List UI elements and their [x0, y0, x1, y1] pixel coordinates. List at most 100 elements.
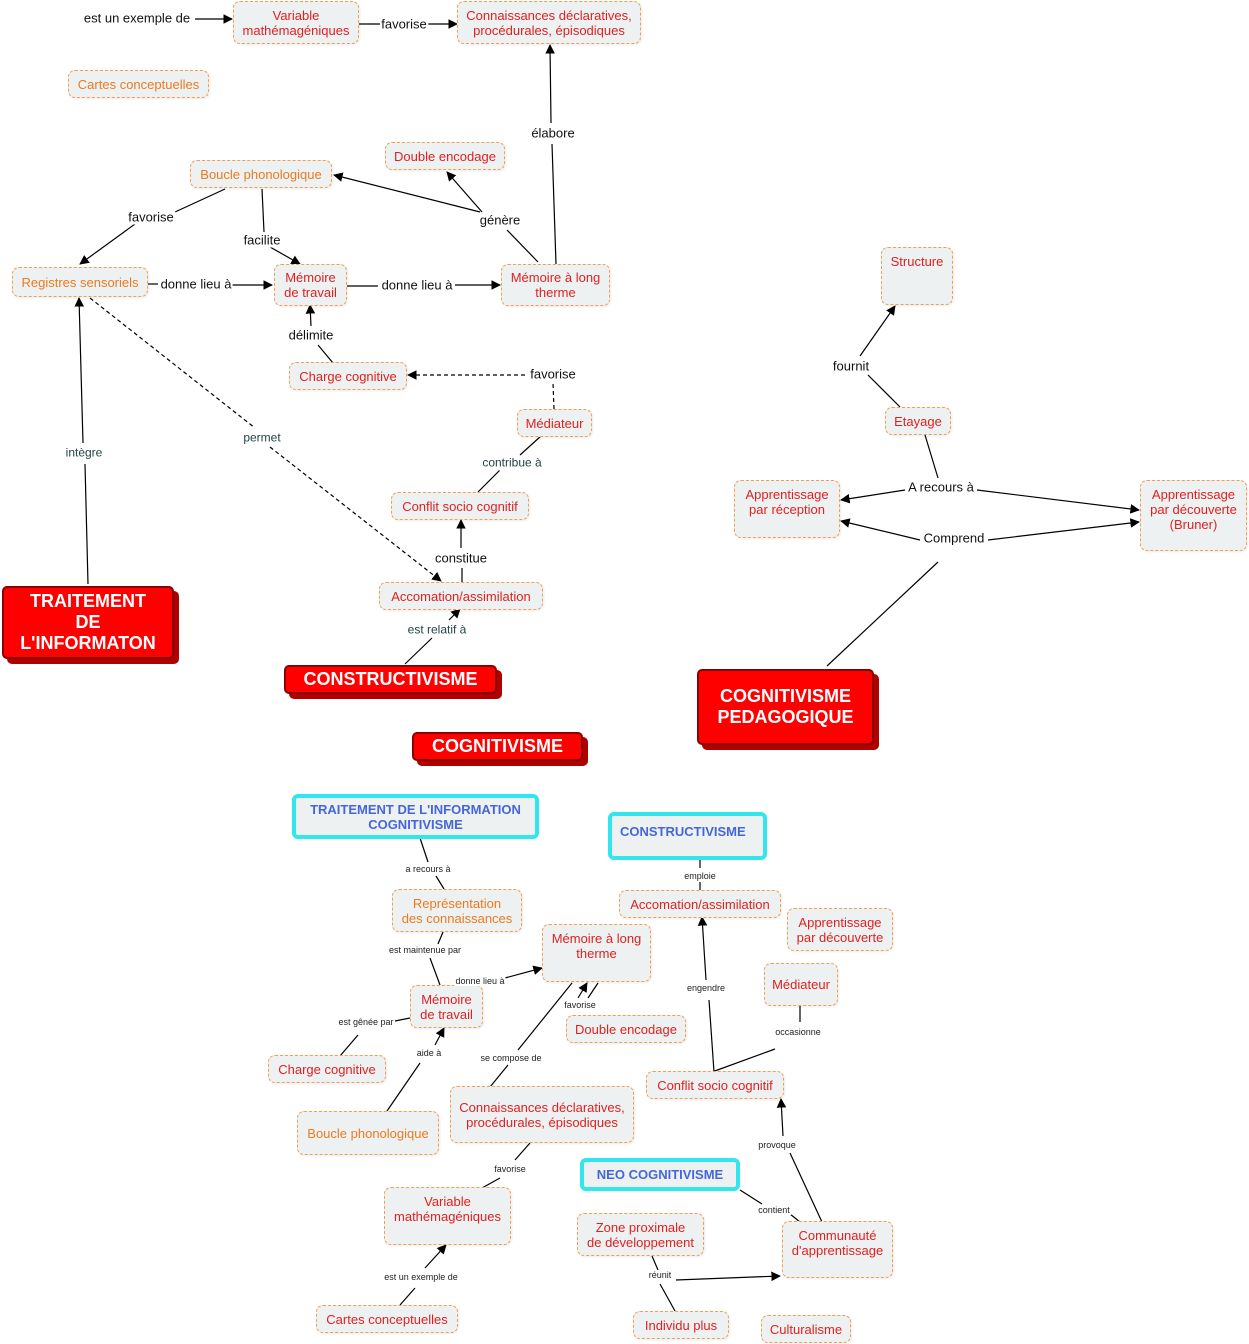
label3-est-genee-par: est gênée par [337, 1017, 395, 1027]
label3-contient: contient [757, 1205, 791, 1215]
edge-zone-reunit [651, 1255, 659, 1271]
label3-reunit: réunit [647, 1270, 673, 1280]
node-accomation-assimilation[interactable]: Accomation/assimilation [379, 582, 543, 610]
label3-engendre: engendre [685, 983, 727, 993]
edge-conflit-contribue [477, 469, 501, 493]
title-traitement-information[interactable]: TRAITEMENT DE L'INFORMATON [2, 586, 174, 659]
node3-boucle-phonologique[interactable]: Boucle phonologique [297, 1111, 439, 1155]
node3-communaute-apprentissage[interactable]: Communauté d'apprentissage [782, 1221, 893, 1278]
node-variable-mathemageniques[interactable]: Variable mathémagéniques [233, 1, 359, 44]
node-boucle-phonologique[interactable]: Boucle phonologique [190, 160, 332, 188]
label-fournit: fournit [831, 358, 871, 374]
node-mediateur[interactable]: Médiateur [517, 409, 592, 437]
edge-registres-permet [89, 297, 256, 429]
node-double-encodage[interactable]: Double encodage [385, 142, 505, 170]
edge-favorise-double [577, 982, 588, 999]
edge-comprend-reception [840, 518, 921, 541]
edge-boucle-aide [386, 1062, 421, 1112]
title-cognitivisme[interactable]: COGNITIVISME [412, 732, 583, 761]
edge-memoire-genere [506, 229, 539, 263]
title-constructivisme[interactable]: CONSTRUCTIVISME [284, 665, 497, 694]
label-a-recours-a: A recours à [907, 479, 975, 495]
node3-mediateur[interactable]: Médiateur [764, 963, 838, 1006]
node3-charge-cognitive[interactable]: Charge cognitive [268, 1055, 386, 1083]
node3-memoire-de-travail[interactable]: Mémoire de travail [410, 985, 483, 1028]
label-elabore: élabore [530, 125, 576, 141]
edge-donne-long [504, 965, 543, 979]
edge-title-integre [84, 463, 89, 585]
label-favorise-left: favorise [127, 209, 175, 225]
edge-etayage-fournit [867, 374, 901, 408]
title-cognitivisme-pedagogique[interactable]: COGNITIVISME PEDAGOGIQUE [697, 669, 874, 745]
edge-reunit-communaute [675, 1271, 781, 1282]
node-apprentissage-reception[interactable]: Apprentissage par réception [734, 480, 840, 538]
edge-favorise-registres [79, 223, 136, 265]
edge-cyan-recours [419, 837, 429, 863]
label-donne-lieu-1: donne lieu à [159, 276, 233, 292]
label3-aide-a: aide à [415, 1048, 443, 1058]
edge-comprend-decouverte [987, 518, 1140, 541]
cyan-traitement-information-cognitivisme[interactable]: TRAITEMENT DE L'INFORMATION COGNITIVISME [292, 794, 539, 839]
edge-genere-double [446, 171, 483, 213]
edge-conflit-engendre [708, 999, 715, 1073]
node-memoire-de-travail[interactable]: Mémoire de travail [274, 264, 347, 306]
node-registres-sensoriels[interactable]: Registres sensoriels [12, 267, 148, 297]
node-etayage[interactable]: Etayage [885, 407, 951, 435]
node-structure[interactable]: Structure [881, 247, 953, 305]
edge-recours-representation [435, 875, 445, 890]
node-conflit-socio-cognitif[interactable]: Conflit socio cognitif [391, 492, 529, 520]
node3-individu-plus[interactable]: Individu plus [633, 1311, 729, 1339]
node3-connaissances-declaratives[interactable]: Connaissances déclaratives, procédurales… [450, 1086, 634, 1143]
edge-maintenue-memoire [429, 957, 441, 986]
edge-neo-contient [739, 1189, 763, 1205]
label-est-relatif-a: est relatif à [406, 622, 468, 638]
node3-representation-connaissances[interactable]: Représentation des connaissances [392, 889, 522, 932]
edge-elabore-connaissances [545, 44, 555, 124]
node3-variable-mathemageniques[interactable]: Variable mathémagéniques [384, 1187, 511, 1245]
edge-favorise-variable [481, 1177, 501, 1189]
node3-accomation-assimilation[interactable]: Accomation/assimilation [619, 890, 781, 918]
label3-a-recours-a: a recours à [404, 864, 452, 874]
edge-genee-charge [339, 1034, 359, 1057]
edge-boucle-favorise [174, 188, 226, 213]
node3-double-encodage[interactable]: Double encodage [566, 1015, 686, 1043]
node3-zone-proximale[interactable]: Zone proximale de développement [577, 1213, 704, 1256]
label3-est-maintenue-par: est maintenue par [387, 945, 463, 955]
label3-provoque: provoque [757, 1140, 797, 1150]
label3-se-compose-de: se compose de [479, 1053, 543, 1063]
node-apprentissage-decouverte-bruner[interactable]: Apprentissage par découverte (Bruner) [1140, 480, 1247, 551]
node-cartes-conceptuelles[interactable]: Cartes conceptuelles [68, 70, 209, 98]
node-charge-cognitive[interactable]: Charge cognitive [289, 362, 407, 390]
edge-mediateur-favorise [552, 382, 555, 410]
edge-recours-reception [840, 489, 906, 504]
edge-compose-connaissances [489, 1064, 509, 1088]
node3-culturalisme[interactable]: Culturalisme [761, 1315, 851, 1343]
edge-connaissances-favorise [514, 1142, 531, 1161]
label-comprend: Comprend [922, 530, 986, 546]
edge-individu-reunit [659, 1283, 676, 1312]
edge-etayage-recours [924, 434, 939, 479]
label3-favorise-b: favorise [493, 1164, 527, 1174]
cyan-neo-cognitivisme[interactable]: NEO COGNITIVISME [580, 1158, 740, 1191]
edge-recours-decouverte [976, 489, 1140, 514]
edge-title-comprend [826, 561, 939, 667]
node3-conflit-socio-cognitif[interactable]: Conflit socio cognitif [646, 1071, 784, 1099]
edge-boucle-facilite [261, 188, 265, 233]
edge-representation-maintenue [437, 931, 444, 945]
node3-memoire-long-terme[interactable]: Mémoire à long therme [542, 924, 651, 982]
node3-apprentissage-decouverte[interactable]: Apprentissage par découverte [787, 908, 893, 951]
label-facilite: facilite [242, 232, 282, 248]
node-memoire-long-terme[interactable]: Mémoire à long therme [501, 264, 610, 306]
node3-cartes-conceptuelles[interactable]: Cartes conceptuelles [316, 1305, 458, 1333]
label3-est-un-exemple-de: est un exemple de [383, 1272, 459, 1282]
edge-memoire-elabore [551, 143, 557, 265]
label-est-un-exemple-de: est un exemple de [82, 10, 192, 26]
cyan-constructivisme[interactable]: CONSTRUCTIVISME [608, 812, 767, 860]
label-permet: permet [242, 430, 282, 446]
edge-contient-communaute [789, 1213, 801, 1223]
edge-engendre-accomation [697, 916, 708, 981]
edge-contribue-mediateur [519, 435, 542, 456]
node-connaissances-declaratives[interactable]: Connaissances déclaratives, procédurales… [457, 1, 641, 44]
edge-permet-accomation [269, 446, 442, 582]
